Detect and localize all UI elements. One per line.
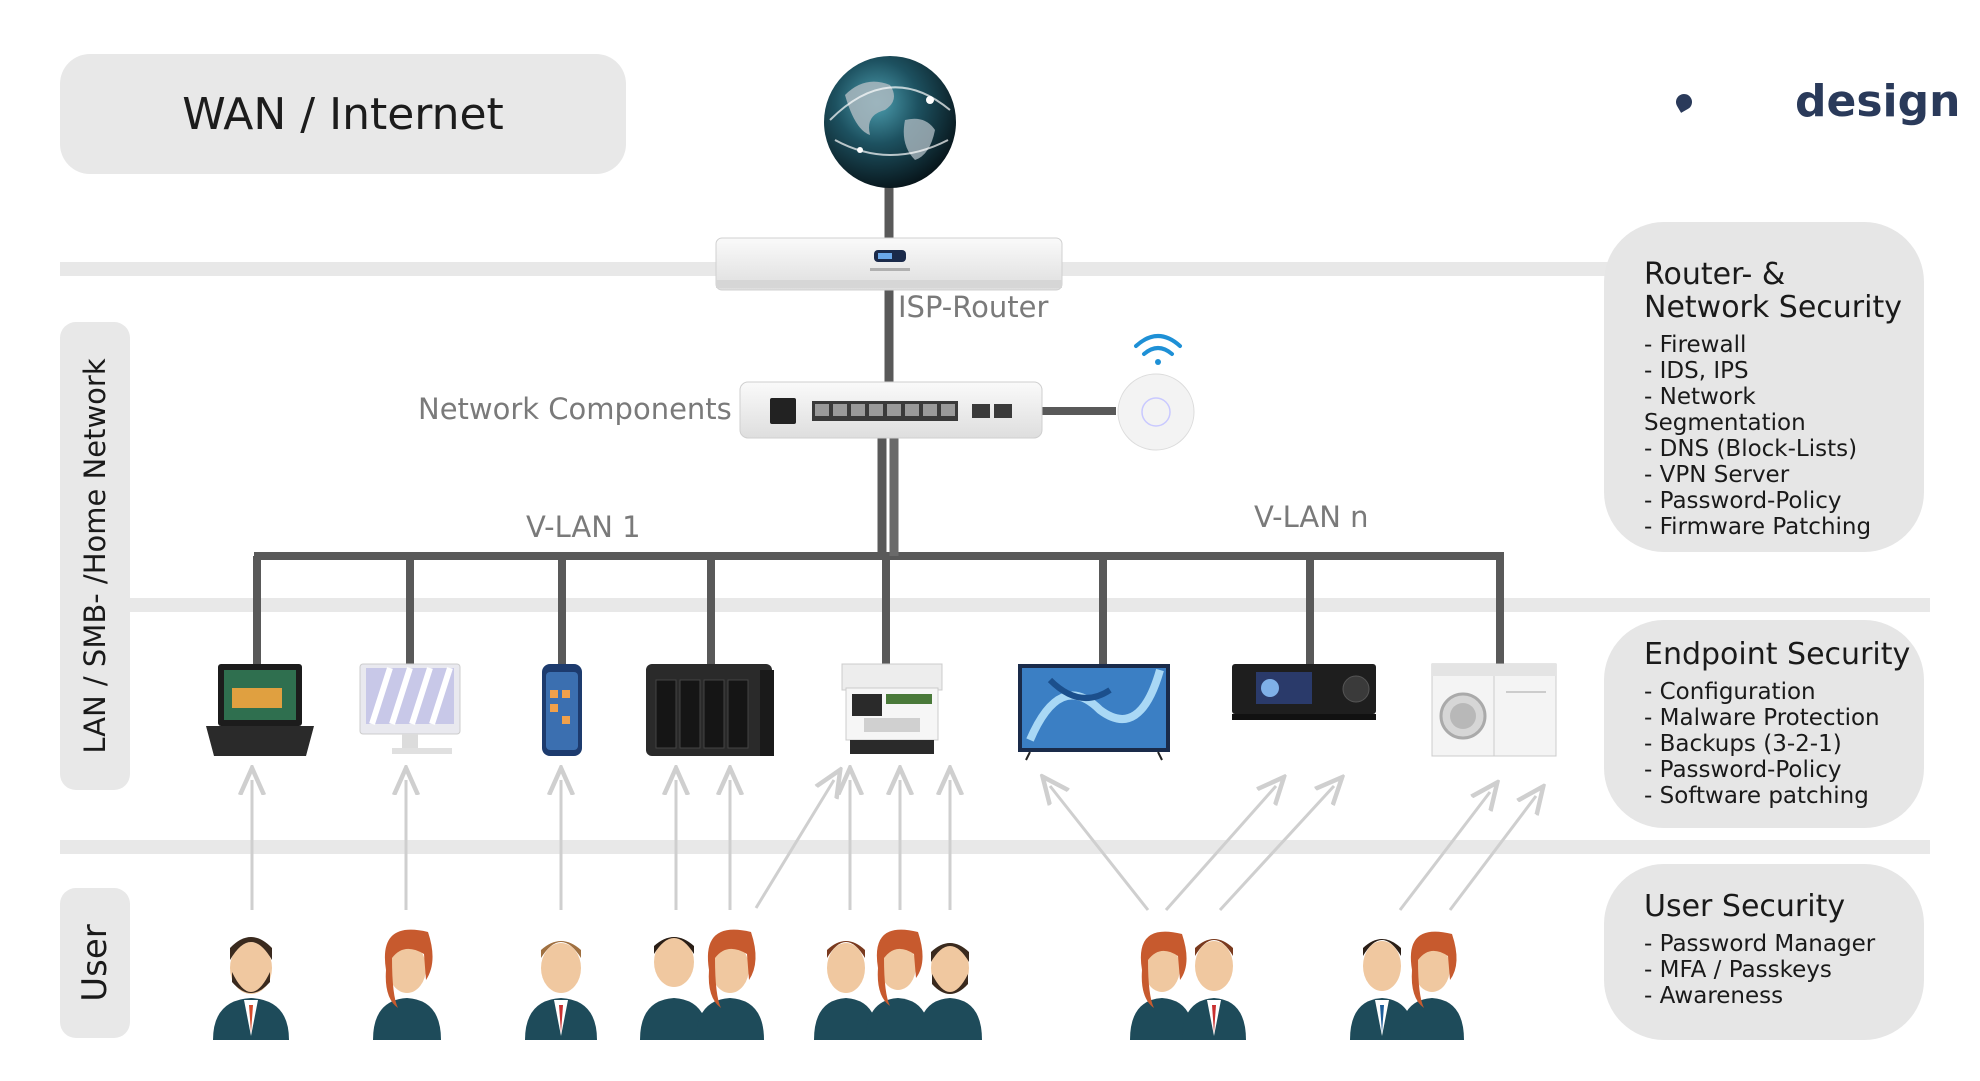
washing-machine-icon bbox=[1431, 663, 1557, 757]
router-security-list: Firewall IDS, IPS Network Segmentation D… bbox=[1644, 332, 1914, 540]
user-band bbox=[60, 840, 1930, 854]
tv-icon bbox=[1018, 664, 1170, 761]
list-item: Configuration bbox=[1644, 679, 1914, 705]
user-security-box: User Security Password Manager MFA / Pas… bbox=[1604, 864, 1924, 1040]
endpoint-security-list: Configuration Malware Protection Backups… bbox=[1644, 679, 1914, 809]
media-receiver-icon bbox=[1232, 664, 1376, 720]
access-point-icon bbox=[1117, 373, 1195, 451]
router-security-title: Router- & Network Security bbox=[1644, 257, 1902, 325]
isp-router-label: ISP-Router bbox=[898, 290, 1049, 324]
list-item: Firewall bbox=[1644, 332, 1914, 358]
printer-icon bbox=[841, 663, 943, 754]
list-item: IDS, IPS bbox=[1644, 358, 1914, 384]
user-group-three-icon bbox=[814, 929, 982, 1040]
wan-box bbox=[60, 54, 626, 174]
user-woman-icon bbox=[373, 929, 441, 1040]
list-item: VPN Server bbox=[1644, 462, 1914, 488]
list-item: DNS (Block-Lists) bbox=[1644, 436, 1914, 462]
isp-router-icon bbox=[715, 237, 1063, 291]
router-security-box: Router- & Network Security Firewall IDS,… bbox=[1604, 222, 1924, 552]
vlan1-label: V-LAN 1 bbox=[526, 510, 641, 544]
user-security-list: Password Manager MFA / Passkeys Awarenes… bbox=[1644, 931, 1914, 1009]
list-item: Password-Policy bbox=[1644, 757, 1914, 783]
user-arrows bbox=[252, 780, 1536, 912]
endpoint-security-box: Endpoint Security Configuration Malware … bbox=[1604, 620, 1924, 828]
list-item: Network Segmentation bbox=[1644, 384, 1914, 436]
laptop-icon bbox=[206, 664, 314, 756]
list-item: Awareness bbox=[1644, 983, 1914, 1009]
list-item: Backups (3-2-1) bbox=[1644, 731, 1914, 757]
list-item: Firmware Patching bbox=[1644, 514, 1914, 540]
vlann-label: V-LAN n bbox=[1254, 500, 1369, 534]
user-man-icon bbox=[525, 941, 597, 1040]
user-group-two-icon bbox=[640, 929, 764, 1040]
user-side-label-box bbox=[60, 888, 130, 1038]
brand-logo: design bbox=[1795, 76, 1961, 127]
globe-icon bbox=[824, 56, 956, 188]
user-man-bearded-icon bbox=[213, 937, 289, 1040]
smartphone-icon bbox=[542, 664, 582, 756]
wifi-icon bbox=[1134, 334, 1182, 365]
list-item: Malware Protection bbox=[1644, 705, 1914, 731]
endpoint-security-title: Endpoint Security bbox=[1644, 637, 1911, 672]
network-components-label: Network Components bbox=[418, 392, 732, 426]
list-item: Password-Policy bbox=[1644, 488, 1914, 514]
nas-icon bbox=[646, 664, 774, 756]
user-group-pair-icon bbox=[1130, 931, 1246, 1040]
user-group-couple-icon bbox=[1350, 931, 1464, 1040]
wan-title: WAN / Internet bbox=[182, 88, 504, 140]
user-security-title: User Security bbox=[1644, 889, 1846, 924]
lan-band bbox=[130, 598, 1930, 612]
topology-lines bbox=[253, 180, 1504, 665]
lan-side-label-box bbox=[60, 322, 130, 790]
list-item: Software patching bbox=[1644, 783, 1914, 809]
list-item: Password Manager bbox=[1644, 931, 1914, 957]
desktop-monitor-icon bbox=[359, 663, 461, 754]
list-item: MFA / Passkeys bbox=[1644, 957, 1914, 983]
network-switch-icon bbox=[739, 381, 1043, 439]
